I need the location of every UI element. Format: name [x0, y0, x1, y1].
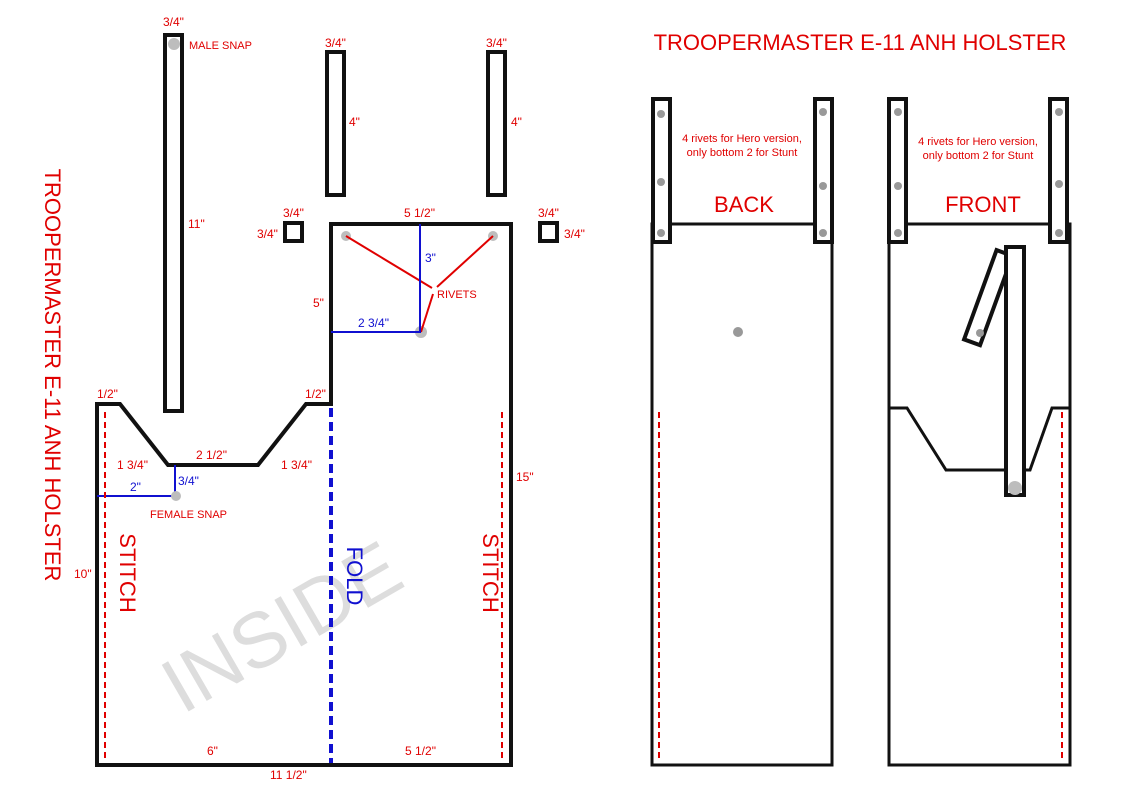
rivet-leader-left: [345, 235, 433, 289]
back-rivet-5: [819, 182, 827, 190]
dim-sq-right-side: 3/4": [564, 227, 585, 241]
stitch-label-left: STITCH: [115, 533, 140, 612]
dim-notch-bottom: 2 1/2": [196, 448, 227, 462]
dim-slope-left: 1 3/4": [117, 458, 148, 472]
front-rivet-3: [894, 229, 902, 237]
back-center-rivet: [733, 327, 743, 337]
dim-right-half: 1/2": [305, 387, 326, 401]
dim-left-half: 1/2": [97, 387, 118, 401]
short-strap-left: [325, 50, 346, 197]
front-rivet-6: [1055, 229, 1063, 237]
female-snap-label: FEMALE SNAP: [150, 509, 227, 521]
front-strap-snap: [1008, 481, 1022, 495]
dim-strap-len-long: 11": [188, 217, 205, 231]
page-title: TROOPERMASTER E-11 ANH HOLSTER: [654, 30, 1067, 55]
front-body: [887, 222, 1072, 767]
front-rivet-5: [1055, 180, 1063, 188]
long-strap: [163, 33, 184, 413]
dim-strap-width-c: 3/4": [486, 36, 507, 50]
back-rivet-4: [819, 108, 827, 116]
dim-left-height: 10": [74, 567, 92, 581]
dim-bottom-right: 5 1/2": [405, 744, 436, 758]
inside-main-outline: [95, 222, 513, 767]
back-strap-right: [813, 97, 834, 244]
front-strap-right: [1048, 97, 1069, 244]
side-title: TROOPERMASTER E-11 ANH HOLSTER: [40, 169, 65, 582]
inside-pattern: INSIDE TROOPERMASTER E-11 ANH HOLSTER: [40, 15, 585, 782]
fold-label: FOLD: [342, 547, 367, 606]
front-strap-rivet: [976, 329, 984, 337]
back-strap-left: [651, 97, 672, 244]
dim-sq-right-top: 3/4": [538, 206, 559, 220]
back-view: 4 rivets for Hero version, only bottom 2…: [650, 97, 834, 767]
front-strap-left: [887, 97, 908, 244]
front-label: FRONT: [945, 192, 1021, 217]
front-note-line2: only bottom 2 for Stunt: [923, 150, 1034, 162]
dim-rivet-horizontal: 2 3/4": [358, 316, 389, 330]
rivet-leader-bottom: [420, 293, 434, 333]
dim-rivet-vertical: 3": [425, 251, 436, 265]
small-square-left: [283, 221, 304, 243]
short-strap-right: [486, 50, 507, 197]
small-square-right: [538, 221, 559, 243]
front-note-line1: 4 rivets for Hero version,: [918, 136, 1038, 148]
front-vertical-strap: [1004, 245, 1026, 497]
dim-step-height: 5": [313, 296, 324, 310]
dim-right-height: 15": [516, 470, 534, 484]
back-body: [650, 222, 834, 767]
rivet-leader-right: [436, 235, 494, 288]
front-rivet-2: [894, 182, 902, 190]
male-snap-icon: [168, 38, 180, 50]
dim-strap-width-b: 3/4": [325, 36, 346, 50]
dim-sq-left-side: 3/4": [257, 227, 278, 241]
front-rivet-1: [894, 108, 902, 116]
back-rivet-6: [819, 229, 827, 237]
back-note-line2: only bottom 2 for Stunt: [687, 147, 798, 159]
stitch-label-right: STITCH: [478, 533, 503, 612]
dim-slope-right: 1 3/4": [281, 458, 312, 472]
dim-top-right-width: 5 1/2": [404, 206, 435, 220]
rivets-label: RIVETS: [437, 289, 477, 301]
dim-strap-len-b: 4": [349, 115, 360, 129]
female-snap-icon: [171, 491, 181, 501]
back-rivet-1: [657, 110, 665, 118]
back-rivet-2: [657, 178, 665, 186]
dim-bottom-left: 6": [207, 744, 218, 758]
dim-bottom-total: 11 1/2": [270, 768, 307, 782]
back-label: BACK: [714, 192, 774, 217]
front-view: 4 rivets for Hero version, only bottom 2…: [887, 97, 1072, 767]
dim-strap-width: 3/4": [163, 15, 184, 29]
front-rivet-4: [1055, 108, 1063, 116]
front-notch: [889, 406, 1070, 472]
dim-snap-horizontal: 2": [130, 480, 141, 494]
dim-strap-len-c: 4": [511, 115, 522, 129]
back-note-line1: 4 rivets for Hero version,: [682, 133, 802, 145]
dim-sq-left-top: 3/4": [283, 206, 304, 220]
back-rivet-3: [657, 229, 665, 237]
dim-snap-vertical: 3/4": [178, 474, 199, 488]
male-snap-label: MALE SNAP: [189, 40, 252, 52]
inside-watermark: INSIDE: [147, 523, 416, 729]
